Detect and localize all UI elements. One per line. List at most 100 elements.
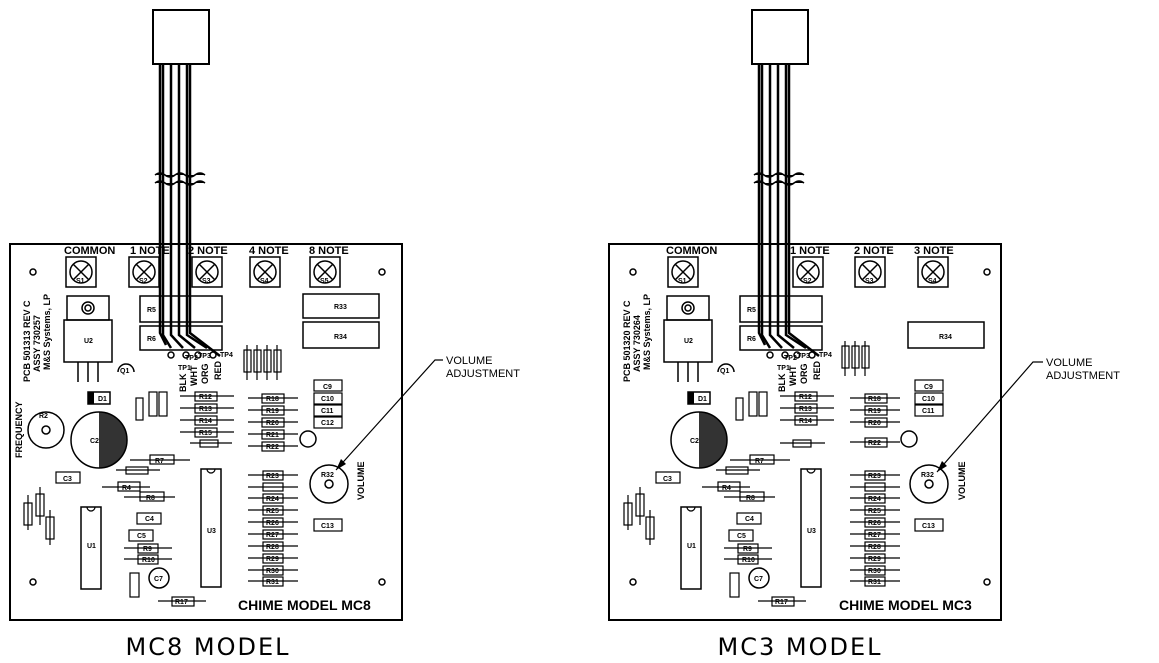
svg-text:C2: C2	[90, 438, 99, 445]
svg-text:R30: R30	[868, 568, 881, 575]
chime-model-label: CHIME MODEL MC8	[238, 597, 371, 613]
connector-plug	[751, 9, 809, 65]
svg-text:U3: U3	[807, 528, 816, 535]
terminal-id-s5: S5	[320, 278, 329, 285]
svg-text:Q1: Q1	[120, 368, 129, 375]
svg-text:R18: R18	[868, 396, 881, 403]
mounting-holes	[29, 268, 386, 586]
pcb-board	[608, 243, 1002, 621]
svg-text:C9: C9	[323, 384, 332, 391]
wire-label-org: ORG	[799, 363, 809, 384]
svg-text:R25: R25	[266, 508, 279, 515]
terminal-id-s1: S1	[76, 278, 85, 285]
terminal-id-s3: S3	[202, 278, 211, 285]
svg-text:R9: R9	[743, 546, 752, 553]
mounting-holes	[629, 268, 991, 586]
ic-u1	[680, 506, 702, 590]
svg-text:R8: R8	[146, 495, 155, 502]
terminal-id-s2: S2	[803, 278, 812, 285]
volume-pot-r32	[909, 464, 949, 504]
terminal-label-common: COMMON	[64, 245, 115, 257]
wire-bundle	[158, 64, 221, 357]
svg-text:R30: R30	[266, 568, 279, 575]
svg-text:R27: R27	[868, 532, 881, 539]
terminal-label-common: COMMON	[666, 245, 717, 257]
svg-text:R28: R28	[868, 544, 881, 551]
svg-text:U1: U1	[687, 543, 696, 550]
svg-text:U2: U2	[84, 338, 93, 345]
svg-text:C13: C13	[321, 523, 334, 530]
terminal-s2	[128, 256, 160, 288]
svg-text:R14: R14	[799, 418, 812, 425]
svg-text:C7: C7	[754, 576, 763, 583]
svg-text:U3: U3	[207, 528, 216, 535]
svg-text:R23: R23	[266, 473, 279, 480]
terminal-label-1-note: 1 NOTE	[790, 245, 830, 257]
terminal-id-s4: S4	[928, 278, 937, 285]
svg-text:R9: R9	[143, 546, 152, 553]
volume-pot-r32	[309, 464, 349, 504]
ic-u3	[200, 468, 222, 588]
svg-text:R13: R13	[199, 406, 212, 413]
volume-label: VOLUME	[957, 461, 967, 500]
wire-label-red: RED	[812, 360, 822, 380]
svg-text:R4: R4	[722, 485, 731, 492]
terminal-s4	[917, 256, 949, 288]
wire-label-wht: WHT	[788, 365, 798, 386]
svg-text:C7: C7	[154, 576, 163, 583]
callout-line-1: VOLUME	[446, 355, 492, 367]
svg-text:R25: R25	[868, 508, 881, 515]
terminal-label-3-note: 3 NOTE	[914, 245, 954, 257]
svg-text:C3: C3	[63, 476, 72, 483]
svg-text:C3: C3	[663, 476, 672, 483]
svg-text:C4: C4	[745, 516, 754, 523]
terminal-label-1-note: 1 NOTE	[130, 245, 170, 257]
svg-text:R24: R24	[266, 496, 279, 503]
terminal-id-s4: S4	[260, 278, 269, 285]
svg-text:R29: R29	[266, 556, 279, 563]
svg-text:R22: R22	[868, 440, 881, 447]
pcb-line-3: M&S Systems, LP	[42, 294, 52, 370]
svg-text:TP2: TP2	[185, 355, 198, 362]
terminal-s5	[309, 256, 341, 288]
svg-text:R23: R23	[868, 473, 881, 480]
svg-text:R6: R6	[747, 336, 756, 343]
mc8-diagram: COMMON 1 NOTE 2 NOTE 4 NOTE 8 NOTE S1 S2…	[9, 9, 520, 621]
connector-plug	[152, 9, 210, 65]
svg-text:Q1: Q1	[720, 368, 729, 375]
terminal-id-s3: S3	[865, 278, 874, 285]
callout-line-2: ADJUSTMENT	[1046, 370, 1120, 382]
svg-text:R18: R18	[266, 396, 279, 403]
svg-text:R2: R2	[39, 413, 48, 420]
svg-text:R17: R17	[175, 599, 188, 606]
svg-text:D1: D1	[98, 396, 107, 403]
svg-text:R17: R17	[775, 599, 788, 606]
svg-text:R29: R29	[868, 556, 881, 563]
ic-u3	[800, 468, 822, 588]
callout-line-1: VOLUME	[1046, 357, 1092, 369]
terminal-s4	[249, 256, 281, 288]
volume-callout-leader	[936, 361, 1043, 473]
svg-text:R4: R4	[122, 485, 131, 492]
svg-text:R34: R34	[939, 334, 952, 341]
svg-text:R13: R13	[799, 406, 812, 413]
svg-text:R26: R26	[868, 520, 881, 527]
svg-text:C5: C5	[737, 533, 746, 540]
svg-text:C10: C10	[321, 396, 334, 403]
svg-text:C4: C4	[145, 516, 154, 523]
terminal-s1	[65, 256, 97, 288]
svg-text:R21: R21	[266, 432, 279, 439]
callout-line-2: ADJUSTMENT	[446, 368, 520, 380]
terminal-label-8-note: 8 NOTE	[309, 245, 349, 257]
svg-text:C11: C11	[321, 408, 334, 415]
wire-label-blk: BLK	[178, 373, 188, 392]
svg-text:TP3: TP3	[198, 353, 211, 360]
svg-text:R20: R20	[868, 420, 881, 427]
pcb-line-3: M&S Systems, LP	[642, 294, 652, 370]
svg-text:C2: C2	[690, 438, 699, 445]
svg-text:R15: R15	[199, 430, 212, 437]
svg-text:TP3: TP3	[797, 353, 810, 360]
regulator-u2	[63, 295, 113, 382]
terminal-label-2-note: 2 NOTE	[188, 245, 228, 257]
svg-text:TP4: TP4	[220, 352, 233, 359]
